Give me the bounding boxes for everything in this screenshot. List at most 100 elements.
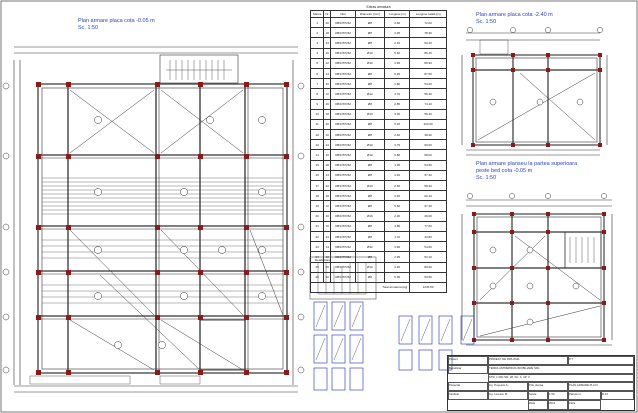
table-cell: Ø10 <box>354 47 386 59</box>
table-cell: 4.70 <box>384 88 411 100</box>
table-cell: 2.95 <box>384 251 411 263</box>
table-cell: 87.50 <box>409 67 447 80</box>
table-cell: 3.95 <box>384 57 411 69</box>
table-cell: OB37/PC52 <box>330 139 356 151</box>
table-cell: 18 <box>323 251 332 263</box>
table-cell: 25 <box>309 261 325 273</box>
table-cell: Ø8 <box>354 78 386 90</box>
table-cell: 5.60 <box>384 200 411 212</box>
table-cell: 5.40 <box>384 47 411 59</box>
table-cell: 2.10 <box>384 37 411 49</box>
tb-designer: ing. Popescu A. <box>488 382 528 391</box>
plan-right-top-title: Plan armare placa cota -2.40 m <box>476 12 553 18</box>
table-cell: 74.10 <box>409 98 447 110</box>
tb-project-name: PROIECT DE DIPLOMA <box>488 356 568 365</box>
table-cell: 18 <box>323 27 332 39</box>
table-cell: OB37/PC52 <box>330 67 356 80</box>
table-cell: Ø12 <box>354 149 386 161</box>
table-cell: 16 <box>309 169 325 182</box>
tb-scale-label: Scara <box>528 391 548 400</box>
table-cell: 2 <box>309 27 325 39</box>
tb-date: 2013 <box>548 400 568 410</box>
table-cell: Ø8 <box>354 37 386 49</box>
table-cell: 18 <box>309 190 325 202</box>
table-cell: 19 <box>309 200 325 212</box>
table-cell: 53.10 <box>409 251 447 263</box>
table-cell: 24 <box>323 37 332 49</box>
table-cell: 21 <box>309 220 325 232</box>
table-cell: OB37/PC52 <box>330 190 356 202</box>
table-cell: 38.40 <box>409 129 447 141</box>
table-cell: 20 <box>323 210 332 222</box>
table-cell: 5 <box>309 57 325 69</box>
table-cell: 2.85 <box>384 98 411 110</box>
table-cell: 3.20 <box>384 261 411 273</box>
table-cell: Ø10 <box>354 179 386 192</box>
table-cell: 4.35 <box>384 27 411 39</box>
table-cell: 12 <box>323 200 332 212</box>
table-cell: 2.30 <box>384 210 411 222</box>
table-cell: Ø10 <box>354 108 386 120</box>
tb-designer-label: Proiectat <box>448 382 488 391</box>
table-cell: 24 <box>323 230 332 243</box>
table-footer-value: 1245.80 <box>409 281 447 294</box>
table-cell: 16 <box>323 129 332 141</box>
tb-phase: P.T. <box>568 356 634 365</box>
table-cell: 62.10 <box>409 190 447 202</box>
table-cell: 22 <box>323 57 332 69</box>
table-cell: OB37/PC52 <box>330 149 356 161</box>
plan-left-scale: Sc. 1:50 <box>78 25 99 31</box>
table-cell: 9 <box>309 98 325 110</box>
table-cell: 4.10 <box>384 169 411 182</box>
table-cell: 15 <box>309 159 325 171</box>
table-cell: 6.80 <box>384 149 411 161</box>
table-cell: 3.45 <box>384 190 411 202</box>
table-cell: 5.05 <box>384 271 411 283</box>
table-cell: OB37/PC52 <box>330 159 356 171</box>
table-cell: 54.60 <box>409 159 447 171</box>
table-cell: 10 <box>309 108 325 120</box>
table-cell: 72.00 <box>409 16 447 29</box>
tb-beneficiary-label: Beneficiar <box>448 365 488 374</box>
tb-drawing-title: PLAN ARMARE PLACI <box>568 382 634 391</box>
plan-left <box>13 46 298 393</box>
table-cell: 26 <box>309 271 325 283</box>
table-cell: Ø10 <box>354 139 386 151</box>
table-cell: Ø8 <box>354 251 386 263</box>
table-cell: OB37/PC52 <box>330 230 356 243</box>
table-cell: 83.20 <box>409 261 447 273</box>
table-cell: 6 <box>309 67 325 80</box>
table-cell: 23 <box>309 241 325 253</box>
table-cell: OB37/PC52 <box>330 210 356 222</box>
table-cell: 54.00 <box>409 78 447 90</box>
table-cell: Ø10 <box>354 210 386 222</box>
plan-left-title: Plan armare placa cota -0.05 m <box>78 18 155 24</box>
table-cell: Ø8 <box>354 220 386 232</box>
table-cell: 103.00 <box>409 118 447 131</box>
table-cell: Ø8 <box>354 190 386 202</box>
table-cell: 14 <box>309 149 325 161</box>
table-cell: Ø8 <box>354 169 386 182</box>
table-cell: OB37/PC52 <box>330 98 356 110</box>
table-cell: 1 <box>309 16 325 29</box>
table-cell: Ø8 <box>354 27 386 39</box>
table-cell: Ø8 <box>354 230 386 243</box>
table-cell: OB37/PC52 <box>330 88 356 100</box>
table-cell: 59.40 <box>409 108 447 120</box>
table-cell: 3 <box>309 37 325 49</box>
tb-checker-label: Verificat <box>448 391 488 400</box>
table-column-header: Otel <box>330 10 356 18</box>
table-cell: 30 <box>323 78 332 90</box>
table-cell: 1.70 <box>384 230 411 243</box>
tb-scale: 1:50 <box>548 391 568 400</box>
